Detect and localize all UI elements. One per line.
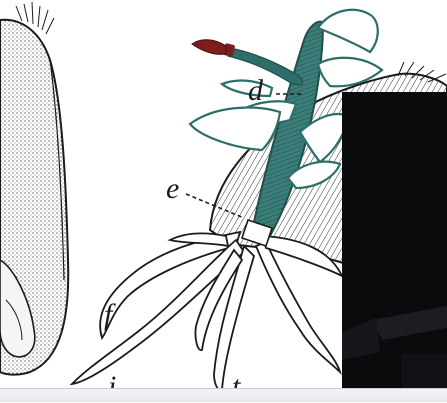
panel-shading [342, 92, 447, 388]
label-d: d [248, 76, 263, 106]
dark-overlay-panel [342, 92, 447, 388]
bottom-status-bar [0, 388, 447, 402]
label-e: e [166, 174, 179, 204]
roots [72, 232, 342, 390]
label-f: f [104, 300, 112, 330]
grain-seed [0, 2, 68, 375]
